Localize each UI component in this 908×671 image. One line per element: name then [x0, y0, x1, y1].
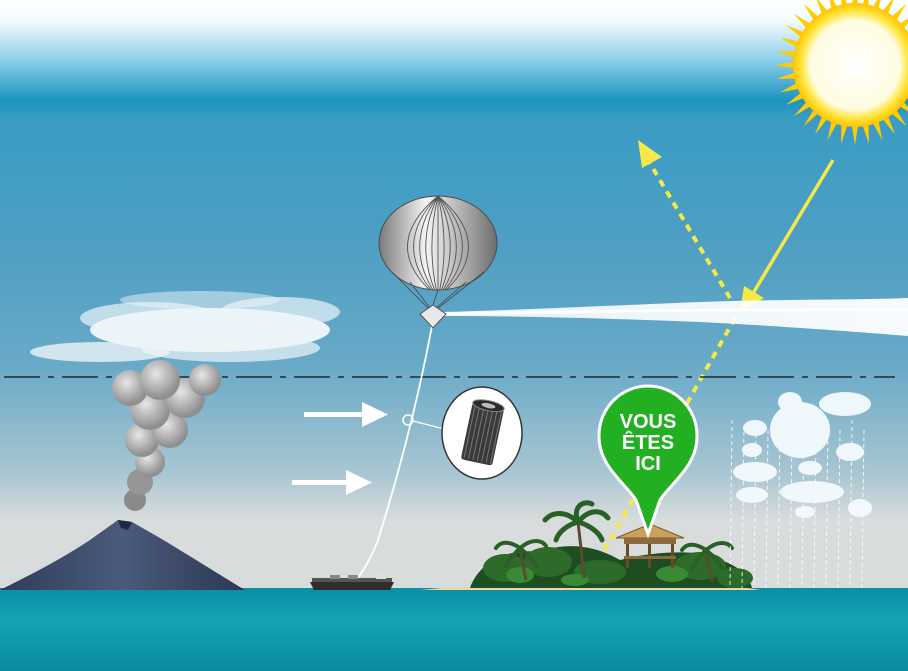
sun-ray	[793, 13, 812, 29]
filter-cartridge-icon	[402, 386, 523, 480]
balloon-gore	[437, 195, 457, 291]
balloon-gore	[437, 195, 445, 291]
sun-ray	[841, 123, 848, 144]
filter-rib	[472, 407, 485, 460]
filter-rib	[485, 410, 498, 463]
wind-arrow-icon	[304, 402, 388, 427]
palm-tree	[542, 500, 611, 579]
sun-ray	[851, 124, 859, 145]
sun-ray	[872, 120, 883, 141]
marker-line-2: ÊTES	[622, 430, 674, 454]
sun-ray	[803, 3, 819, 22]
balloon-gore	[437, 195, 463, 291]
volcano-icon	[0, 520, 245, 590]
sun-ray	[779, 37, 800, 48]
palm-tree	[494, 539, 548, 581]
filter-rib	[490, 411, 503, 464]
aerosol-layer	[440, 298, 908, 336]
balloon-tether	[355, 325, 433, 581]
wind-arrow-icon	[292, 470, 372, 495]
sea	[0, 588, 908, 671]
sun-ray	[803, 108, 819, 127]
sun-ray	[779, 82, 800, 93]
island-icon	[420, 500, 760, 590]
sun-icon	[775, 0, 908, 145]
balloon-gore	[437, 195, 469, 291]
filter-rib	[476, 408, 489, 461]
sun-ray	[862, 123, 869, 144]
palm-tree	[680, 541, 734, 583]
filter-rib	[467, 406, 480, 459]
cloud-icon	[30, 291, 340, 362]
marker-line-1: VOUS	[620, 411, 677, 433]
balloon-gore	[431, 195, 439, 291]
location-pin-shape	[597, 384, 699, 539]
sun-ray	[793, 101, 812, 117]
location-pin-icon: VOUS ÊTES ICI	[597, 384, 699, 539]
balloon-gore	[407, 195, 439, 291]
balloon-gore	[437, 195, 451, 291]
balloon-icon	[378, 195, 498, 329]
sun-ray	[815, 115, 828, 135]
balloon-gore	[419, 195, 439, 291]
sun-ray	[775, 61, 796, 69]
sun-ray	[882, 115, 895, 135]
ship-icon	[310, 572, 394, 590]
sun-ray	[776, 72, 797, 79]
reflected-sunlight-arrow	[638, 140, 732, 300]
sun-ray	[891, 108, 907, 127]
balloon-gore	[425, 195, 439, 291]
filter-rib	[463, 405, 476, 458]
sun-ray	[776, 51, 797, 58]
sun-ray	[827, 120, 838, 141]
filter-rib	[481, 409, 494, 462]
cloud-icon	[733, 392, 872, 518]
sun-ray	[785, 92, 805, 105]
sun-ray	[785, 25, 805, 38]
volcano-smoke	[112, 360, 221, 511]
marker-line-3: ICI	[635, 453, 661, 475]
balloon-gore	[413, 195, 439, 291]
sun-ray	[891, 3, 907, 22]
